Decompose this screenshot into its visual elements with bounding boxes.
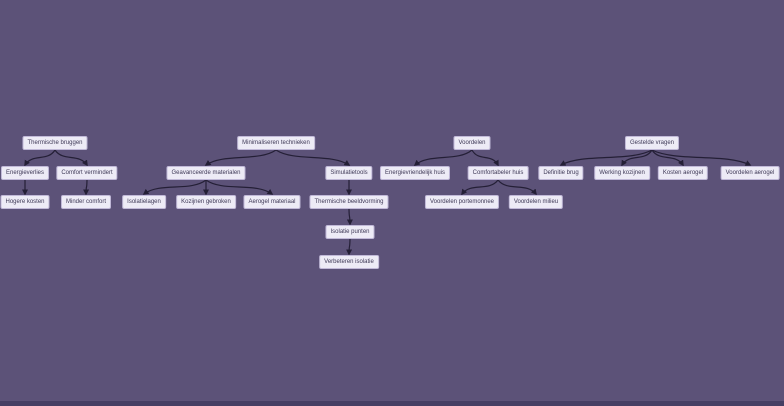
mindmap-node-energievriendelijk-huis[interactable]: Energievriendelijk huis	[379, 166, 451, 180]
mindmap-node-verbeteren-isolatie[interactable]: Verbeteren isolatie	[319, 255, 379, 269]
mindmap-node-simulatietools[interactable]: Simulatietools	[325, 166, 373, 180]
mindmap-node-energieverlies[interactable]: Energieverlies	[0, 166, 50, 180]
mindmap-node-voordelen-aerogel[interactable]: Voordelen aerogel	[720, 166, 780, 180]
mindmap-node-comfortabeler-huis[interactable]: Comfortabeler huis	[467, 166, 529, 180]
mindmap-node-definitie-brug[interactable]: Definitie brug	[538, 166, 584, 180]
mindmap-node-comfort-vermindert[interactable]: Comfort vermindert	[56, 166, 118, 180]
mindmap-node-voordelen-milieu[interactable]: Voordelen milieu	[508, 195, 564, 209]
mindmap-node-thermische-bruggen[interactable]: Thermische bruggen	[22, 136, 88, 150]
bottom-edge-bar	[0, 401, 784, 406]
mindmap-node-minimaliseren-technieken[interactable]: Minimaliseren technieken	[237, 136, 315, 150]
mindmap-node-geavanceerde-materialen[interactable]: Geavanceerde materialen	[166, 166, 246, 180]
mindmap-node-voordelen-portemonnee[interactable]: Voordelen portemonnee	[424, 195, 500, 209]
mindmap-node-aerogel-materiaal[interactable]: Aerogel materiaal	[243, 195, 301, 209]
mindmap-node-isolatie-punten[interactable]: Isolatie punten	[325, 225, 375, 239]
mindmap-node-minder-comfort[interactable]: Minder comfort	[60, 195, 112, 209]
mindmap-node-gestelde-vragen[interactable]: Gestelde vragen	[624, 136, 680, 150]
mindmap-node-voordelen[interactable]: Voordelen	[453, 136, 491, 150]
mindmap-node-kosten-aerogel[interactable]: Kosten aerogel	[657, 166, 709, 180]
mindmap-node-thermische-beeldvorming[interactable]: Thermische beeldvorming	[309, 195, 389, 209]
mindmap-node-isolatielagen[interactable]: Isolatielagen	[122, 195, 166, 209]
mindmap-node-werking-kozijnen[interactable]: Werking kozijnen	[594, 166, 650, 180]
mindmap-node-hogere-kosten[interactable]: Hogere kosten	[0, 195, 50, 209]
mindmap-node-kozijnen-gebroken[interactable]: Kozijnen gebroken	[176, 195, 236, 209]
